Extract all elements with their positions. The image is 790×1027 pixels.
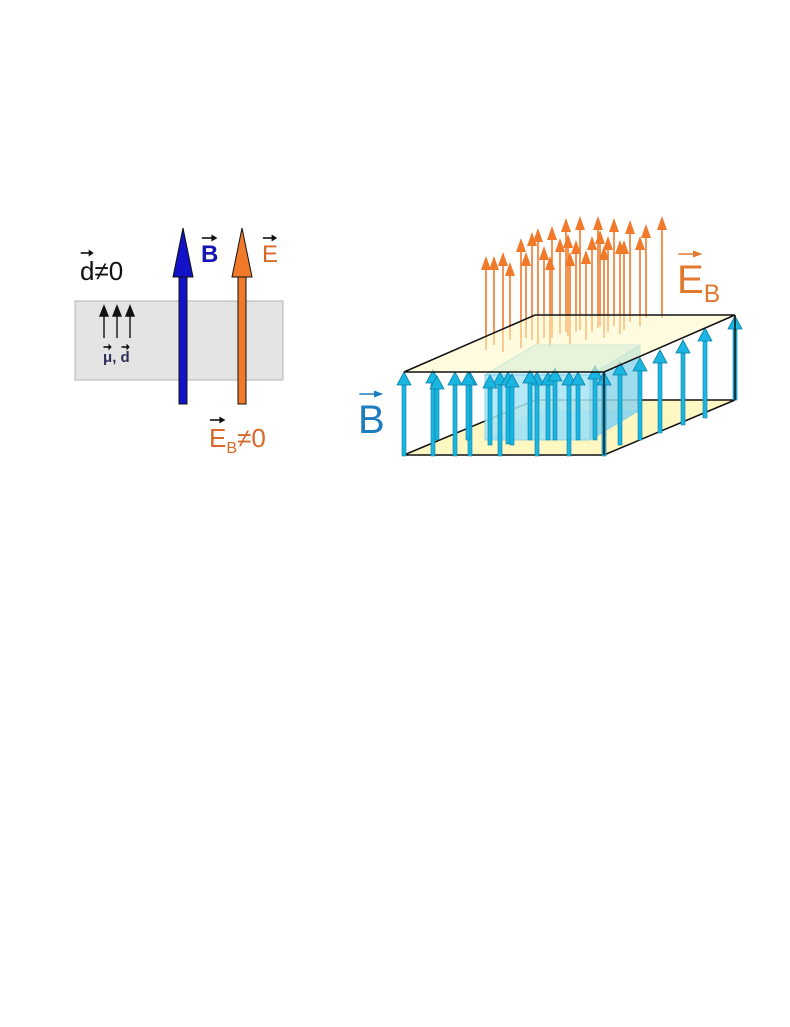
b-field-arrow (172, 227, 194, 405)
label-mu: μ (103, 349, 113, 366)
cyan-field-arrow (522, 369, 538, 441)
label-eb-tail: ≠0 (237, 423, 266, 453)
label-eb-right-sub: B (703, 280, 721, 308)
label-eb-right-main: E (677, 258, 704, 302)
label-comma: , (112, 349, 117, 366)
b-vector-label: B (201, 234, 219, 268)
orange-field-arrow (609, 218, 619, 326)
cyan-field-arrow (504, 373, 520, 446)
label-b: B (201, 241, 219, 268)
cyan-field-arrow (697, 327, 713, 419)
cyan-field-arrow (396, 371, 412, 457)
dipole-arrows (98, 304, 136, 338)
orange-field-arrow (657, 216, 667, 318)
cyan-field-arrow (460, 371, 476, 441)
cyan-field-arrow (652, 349, 668, 434)
induced-e-label-left: E B≠0 (209, 416, 266, 456)
cyan-field-arrow (675, 339, 691, 426)
orange-field-arrow (635, 236, 645, 326)
cyan-field-arrow (570, 371, 586, 441)
label-d: d (80, 256, 95, 286)
cyan-field-arrow (632, 357, 648, 441)
cyan-field-arrow (612, 361, 628, 446)
e-vector-label: E (262, 234, 279, 268)
cyan-field-arrow (482, 374, 498, 446)
cyan-field-arrow (447, 371, 463, 457)
b-field-label-right: B (358, 390, 385, 442)
top-plate (403, 314, 736, 373)
orange-field-arrow (625, 220, 635, 322)
label-eb-main: E (209, 423, 227, 453)
label-d-small: d (120, 349, 130, 366)
mu-d-label: μ , d (103, 343, 130, 366)
dipole-moment-label: d ≠0 (80, 249, 124, 286)
e-field-arrow (231, 227, 253, 405)
label-b-right: B (358, 398, 385, 442)
cyan-field-arrow (547, 367, 563, 441)
label-neq-zero: ≠0 (94, 256, 124, 286)
plate-edges (603, 315, 736, 455)
orange-field-arrow (593, 216, 603, 328)
induced-e-label-right: E B (677, 250, 720, 307)
orange-field-arrow (595, 230, 605, 326)
label-eb-sub: B (226, 438, 238, 457)
cyan-field-arrow (429, 375, 445, 441)
orange-field-arrow (575, 216, 585, 330)
label-e: E (262, 241, 279, 268)
orange-field-arrow (641, 224, 651, 318)
